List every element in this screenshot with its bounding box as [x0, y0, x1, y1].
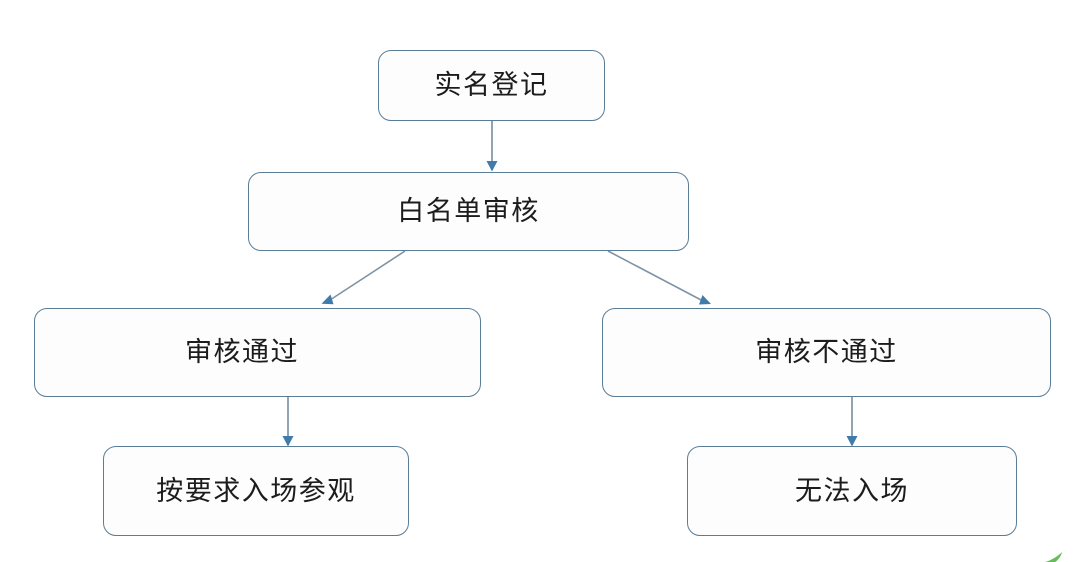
flow-node-approved-label: 审核通过	[185, 337, 299, 368]
flow-node-enter-allowed-label: 按要求入场参观	[156, 475, 356, 507]
flow-node-enter-allowed[interactable]: 按要求入场参观	[103, 446, 409, 536]
flow-node-whitelist[interactable]: 白名单审核	[248, 172, 689, 251]
edge-whitelist-to-approved	[321, 250, 406, 305]
flow-node-approved[interactable]: 审核通过	[34, 308, 481, 397]
edge-approved-to-enter-allowed	[282, 397, 294, 447]
flow-node-rejected-label: 审核不通过	[755, 337, 898, 368]
edge-rejected-to-entry-denied	[846, 397, 858, 447]
flow-node-whitelist-label: 白名单审核	[397, 196, 540, 227]
edge-register-to-whitelist	[486, 121, 498, 172]
flow-node-entry-denied-label: 无法入场	[795, 475, 909, 507]
edge-whitelist-to-rejected	[607, 250, 711, 305]
flow-node-register-label: 实名登记	[434, 70, 549, 101]
flow-node-entry-denied[interactable]: 无法入场	[687, 446, 1017, 536]
flow-node-rejected[interactable]: 审核不通过	[602, 308, 1051, 397]
watermark-leaf-icon	[1045, 552, 1062, 562]
flow-node-register[interactable]: 实名登记	[378, 50, 605, 121]
